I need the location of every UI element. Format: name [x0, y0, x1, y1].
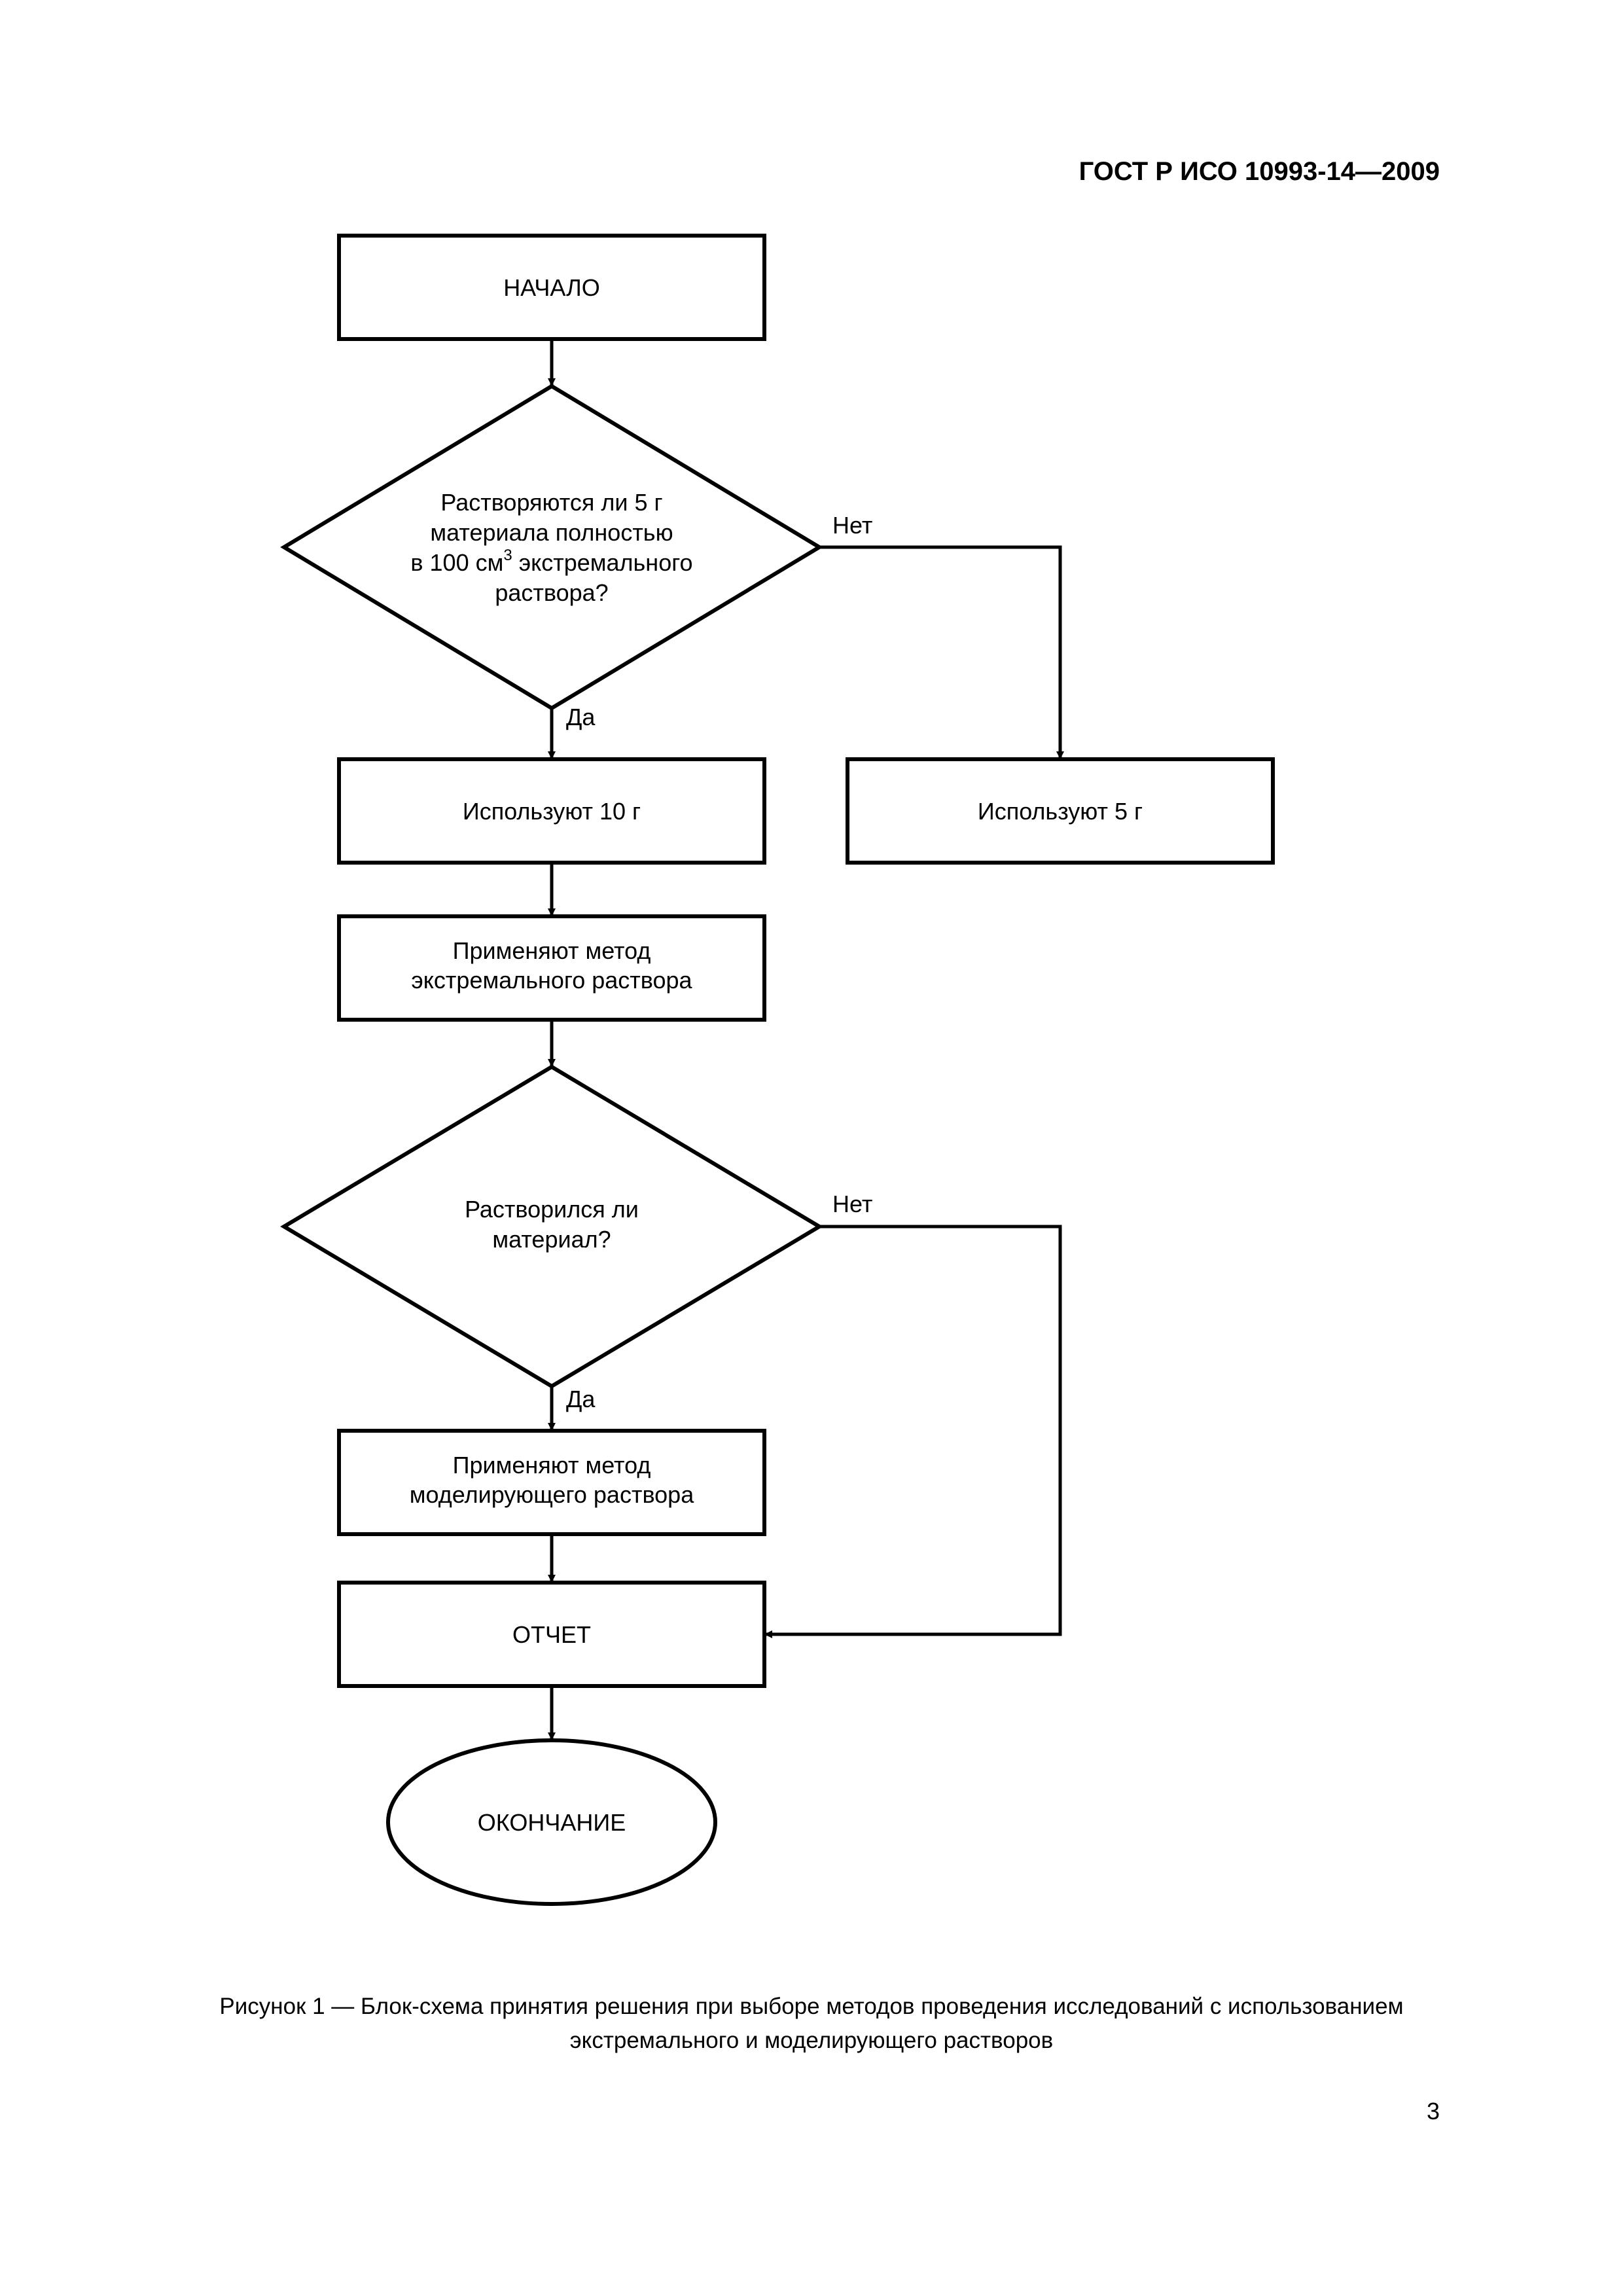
- arrow-no2: [764, 1225, 1062, 1638]
- end-ellipse: [386, 1738, 717, 1906]
- use-5g-label: Используют 5 г: [978, 798, 1143, 825]
- extreme-line1: Применяют метод: [453, 937, 651, 964]
- decision2-line2: материал?: [492, 1226, 611, 1253]
- caption-line2: экстремального и моделирующего растворов: [569, 2028, 1054, 2053]
- yes-label-1: Да: [566, 704, 596, 730]
- modeling-line1: Применяют метод: [453, 1452, 651, 1479]
- end-label: ОКОНЧАНИЕ: [478, 1809, 626, 1836]
- start-label: НАЧАЛО: [503, 274, 600, 301]
- caption-line1: Рисунок 1 — Блок-схема принятия решения …: [219, 1994, 1404, 2019]
- no-label-2: Нет: [832, 1191, 872, 1217]
- decision1-line1: Растворяются ли 5 г: [440, 489, 662, 516]
- document-code: ГОСТ Р ИСО 10993-14—2009: [1079, 157, 1440, 186]
- flowchart: НАЧАЛО Растворяются ли 5 г материала пол…: [280, 234, 1275, 1906]
- decision1-line3: в 100 см3 экстремального: [410, 547, 692, 576]
- no-label-1: Нет: [832, 512, 872, 539]
- decision2-line1: Растворился ли: [465, 1196, 639, 1223]
- use-10g-label: Используют 10 г: [463, 798, 641, 825]
- page-number: 3: [1426, 2098, 1440, 2125]
- extreme-line2: экстремального раствора: [411, 967, 692, 994]
- decision-dissolve-5g: [280, 384, 823, 711]
- use-5g-box: [846, 757, 1275, 865]
- modeling-line2: моделирующего раствора: [410, 1481, 694, 1508]
- yes-label-2: Да: [566, 1386, 596, 1412]
- decision1-line4: раствора?: [495, 579, 608, 606]
- figure-caption: Рисунок 1 — Блок-схема принятия решения …: [98, 1990, 1525, 2058]
- arrow-no1: [819, 545, 1064, 759]
- report-label: ОТЧЕТ: [512, 1621, 591, 1648]
- decision1-line2: материала полностью: [430, 519, 673, 546]
